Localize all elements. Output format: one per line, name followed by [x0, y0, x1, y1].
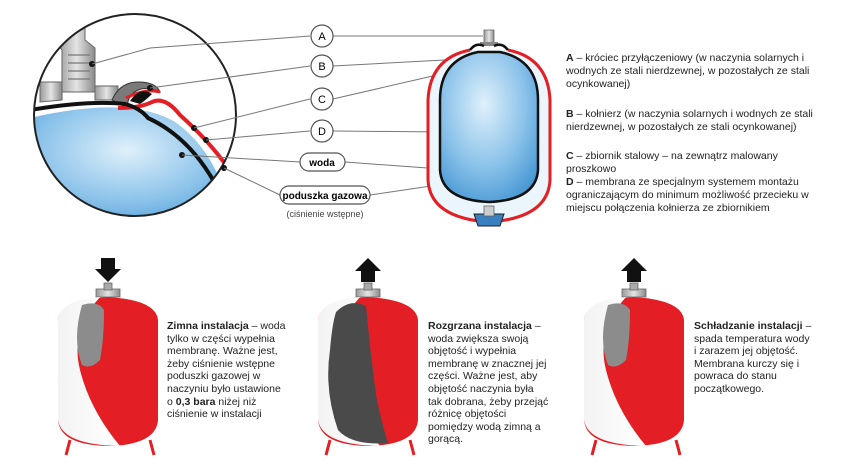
stage-text: – spada temperatura wody i zarazem jej o…: [694, 320, 812, 395]
legend-item-d: D – membrana ze specjalnym systemem mont…: [566, 176, 828, 215]
stage-cooling-description: Schładzanie instalacji – spada temperatu…: [694, 320, 812, 396]
callout-water: woda: [299, 152, 346, 172]
legend-text: – zbiornik stalowy – na zewnątrz malowan…: [566, 150, 778, 175]
vessel-cold: [58, 258, 158, 456]
legend-key: A: [566, 52, 574, 64]
callout-gas-cushion-label: poduszka gazowa: [282, 191, 367, 202]
stage-title: Schładzanie instalacji: [694, 320, 803, 332]
callout-d: D: [310, 119, 334, 143]
callout-a: A: [310, 24, 334, 48]
legend-key: C: [566, 150, 574, 162]
stage-title: Zimna instalacja: [167, 320, 249, 332]
vessel-cooling: [584, 258, 684, 456]
callout-b: B: [310, 54, 334, 78]
arrow-down-icon: [95, 258, 121, 282]
stage-bold-value: 0,3 bara: [175, 395, 216, 408]
callout-gas-cushion-note: (ciśnienie wstępne): [286, 209, 363, 219]
stage-cold-description: Zimna instalacja – woda tylko w części w…: [167, 320, 289, 421]
legend-key: B: [566, 108, 574, 120]
stage-title: Rozgrzana instalacja: [428, 320, 532, 332]
callout-gas-cushion: poduszka gazowa (ciśnienie wstępne): [279, 185, 371, 219]
legend-text: – króciec przyłączeniowy (w naczynia sol…: [566, 52, 810, 90]
callout-b-label: B: [318, 61, 325, 73]
callout-c: C: [310, 87, 334, 111]
vessel-cross-section: [426, 29, 552, 227]
arrow-up-icon: [621, 258, 647, 282]
detail-zoom-circle: [33, 13, 237, 217]
stage-hot-description: Rozgrzana instalacja – woda zwiększa swo…: [428, 320, 550, 446]
callout-water-label: woda: [308, 158, 335, 169]
legend-text: – membrana ze specjalnym systemem montaż…: [566, 176, 809, 214]
callout-c-label: C: [318, 94, 326, 106]
stage-text: – woda tylko w części wypełnia membranę.…: [167, 320, 286, 408]
legend-item-a: A – króciec przyłączeniowy (w naczynia s…: [566, 52, 828, 91]
legend-item-b: B – kołnierz (w naczynia solarnych i wod…: [566, 108, 828, 134]
callout-d-label: D: [318, 126, 326, 138]
arrow-up-icon: [355, 258, 381, 282]
stage-text: – woda zwiększa swoją objętość i wypełni…: [428, 320, 549, 446]
legend-text: – kołnierz (w naczynia solarnych i wodny…: [566, 108, 813, 133]
legend-key: D: [566, 176, 574, 188]
legend-item-c: C – zbiornik stalowy – na zewnątrz malow…: [566, 150, 828, 176]
callout-a-label: A: [318, 31, 326, 43]
vessel-hot: [318, 258, 418, 456]
stage-text-after: niżej niż ciśnienie w instalacji: [167, 395, 262, 421]
